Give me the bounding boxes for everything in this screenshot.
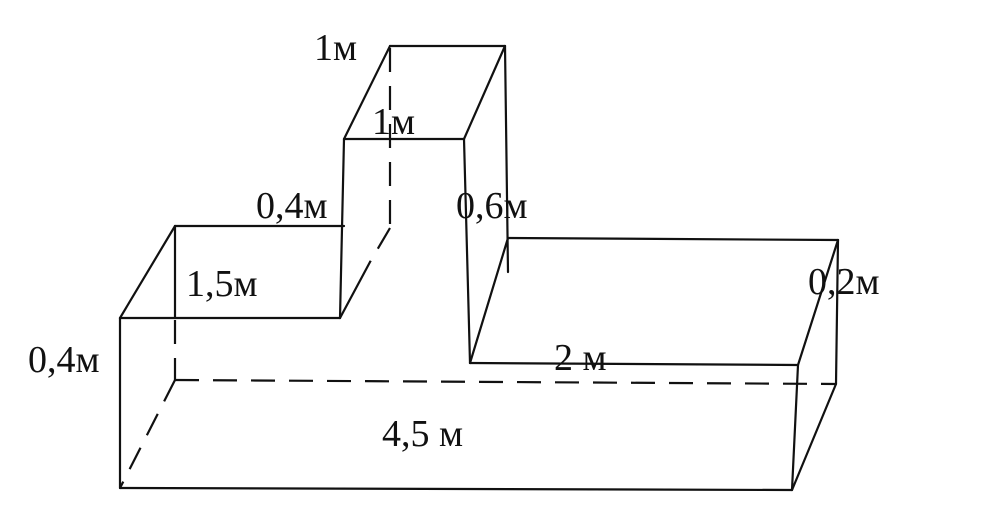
label-right-width: 2 м (554, 337, 607, 379)
dimension-labels: 1м 1м 0,4м 0,6м 1,5м 0,4м 0,2м 2 м 4,5 м (28, 27, 880, 455)
tower-base-right-diagonal (468, 236, 510, 365)
tower-front-right-vertical (462, 137, 472, 365)
label-left-depth: 1,5м (186, 263, 258, 305)
tower-front-left-vertical (338, 137, 346, 320)
base-front-top-edge (468, 361, 800, 367)
tower-back-right-vertical (503, 44, 510, 274)
base-back-top-edge (506, 236, 840, 242)
base-right-bottom-diagonal (790, 382, 838, 492)
base-back-right-vertical (834, 238, 840, 386)
label-left-height: 0,4м (28, 339, 100, 381)
base-front-right-edge (790, 363, 800, 492)
label-top-width: 1м (372, 101, 415, 143)
label-tower-left-height: 0,4м (256, 185, 328, 227)
tower-top-right-diagonal (462, 44, 507, 141)
label-bottom-length: 4,5 м (382, 413, 463, 455)
tower-block (338, 44, 510, 365)
left-step-block (118, 224, 372, 320)
base-slab (118, 236, 840, 492)
tower-top-left-diagonal (342, 44, 392, 141)
hidden-left-bottom-diagonal (119, 379, 176, 489)
base-front-bottom-edge (118, 486, 794, 492)
hidden-back-bottom-edge (174, 378, 837, 386)
label-top-depth: 1м (314, 27, 357, 69)
label-tower-right-height: 0,6м (456, 185, 528, 227)
left-step-right-diagonal (338, 260, 372, 320)
left-step-left-diagonal (118, 224, 177, 320)
hidden-tower-back-diagonal (369, 227, 391, 263)
label-right-height: 0,2м (808, 261, 880, 303)
hidden-edges (119, 48, 837, 489)
base-right-top-diagonal (796, 238, 840, 367)
